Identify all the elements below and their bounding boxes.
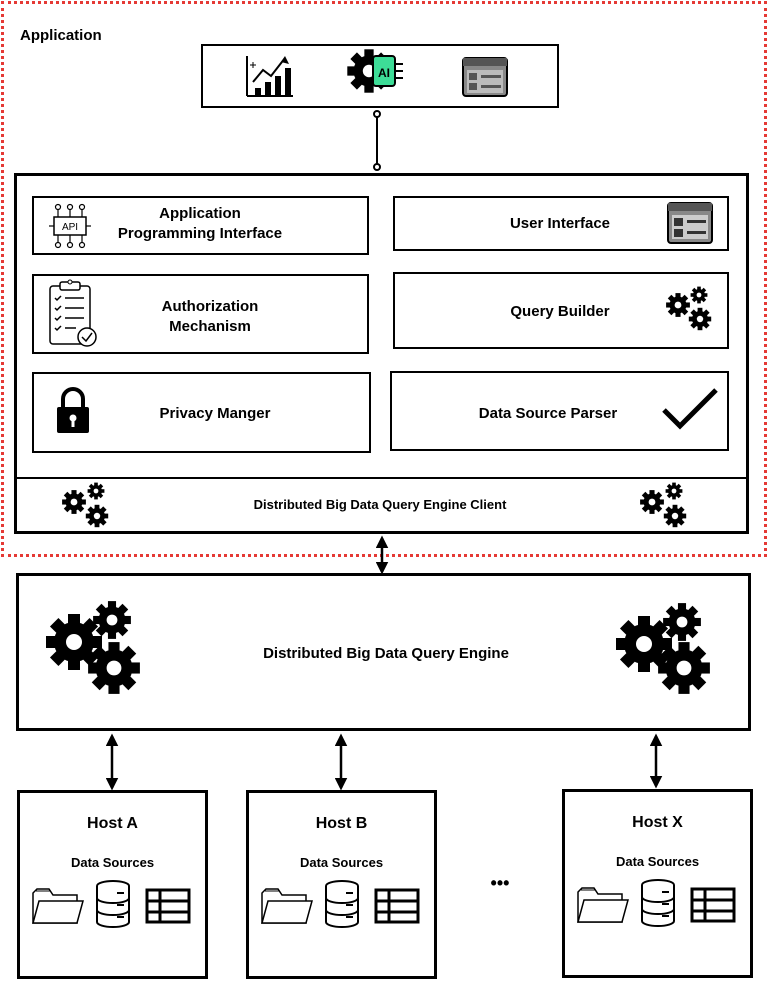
application-label: Application (20, 27, 102, 44)
folder-icon (261, 888, 313, 924)
client-gears-right-icon (640, 482, 687, 528)
host-b-data-sources-label: Data Sources (299, 855, 384, 870)
query-builder-label: Query Builder (510, 303, 610, 320)
api-icon: API (49, 203, 91, 249)
query-engine-label: Distributed Big Data Query Engine (263, 645, 509, 662)
client-gears-left-icon (62, 482, 109, 528)
padlock-icon (57, 387, 89, 433)
privacy-manager-label: Privacy Manger (159, 405, 271, 422)
checkmark-icon (662, 388, 718, 430)
host-x-title: Host X (632, 814, 683, 831)
api-label-line2: Programming Interface (117, 224, 283, 242)
folder-icon (577, 887, 629, 923)
client-engine-arrow (375, 535, 389, 575)
api-label-line1: Application (159, 205, 241, 222)
authorization-label: Authorization Mechanism (110, 297, 310, 336)
client-footer-label: Distributed Big Data Query Engine Client (253, 497, 507, 512)
folder-icon (32, 888, 84, 924)
database-icon (325, 880, 359, 928)
authorization-label-line1: Authorization (161, 298, 259, 315)
engine-host-a-arrow (105, 733, 119, 791)
svg-text:API: API (62, 222, 78, 233)
table-icon (145, 888, 191, 924)
gears-icon (666, 286, 712, 331)
authorization-label-line2: Mechanism (169, 317, 251, 335)
engine-host-x-arrow (649, 733, 663, 789)
engine-gears-right-icon (616, 603, 710, 694)
table-icon (690, 887, 736, 923)
database-icon (641, 879, 675, 927)
client-footer-divider (15, 477, 748, 479)
host-a-data-sources-label: Data Sources (70, 855, 155, 870)
data-source-parser-label: Data Source Parser (478, 405, 618, 422)
chart-growth-icon (246, 56, 293, 97)
svg-text:AI: AI (378, 66, 390, 80)
database-icon (96, 880, 130, 928)
engine-gears-left-icon (46, 601, 140, 694)
table-icon (374, 888, 420, 924)
api-label: Application Programming Interface (90, 204, 310, 243)
host-a-title: Host A (87, 815, 138, 832)
host-b-title: Host B (315, 815, 368, 832)
ai-chip-gear-icon: AI (347, 49, 403, 93)
ui-window-icon (667, 202, 713, 244)
icon-bar-connector (373, 110, 381, 171)
clipboard-check-icon (49, 279, 97, 347)
engine-host-b-arrow (334, 733, 348, 791)
host-x-data-sources-label: Data Sources (615, 854, 700, 869)
data-source-parser-module (390, 371, 729, 451)
ui-window-icon (462, 57, 508, 97)
user-interface-label: User Interface (509, 215, 611, 232)
more-hosts-ellipsis: ••• (490, 873, 510, 893)
